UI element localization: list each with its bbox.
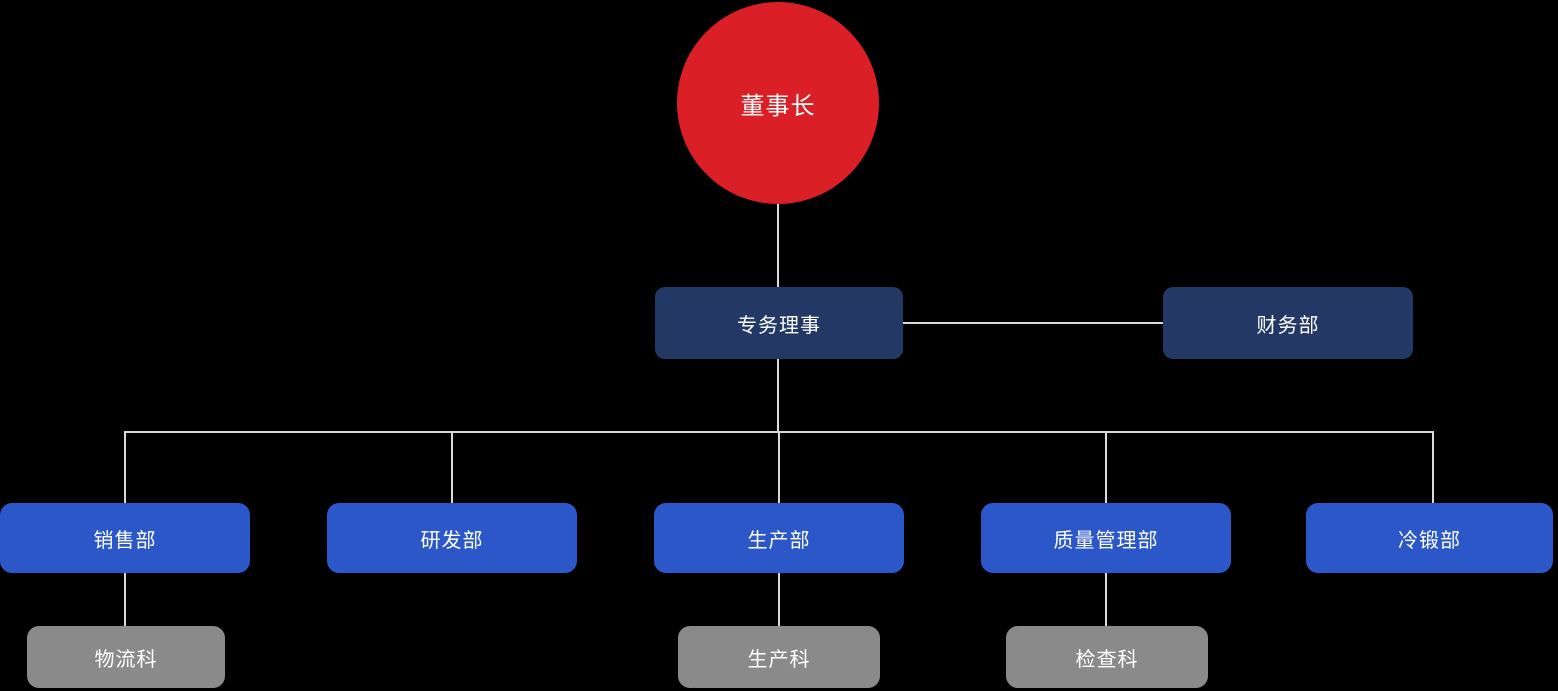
node-production-section: 生产科 [678, 626, 880, 688]
connector-executive-to-finance [903, 322, 1163, 324]
connector-bus-to-cold-forging [1432, 431, 1434, 503]
connector-sales-to-logistics [124, 573, 126, 626]
connector-quality-to-inspection [1105, 573, 1107, 626]
node-production-dept: 生产部 [654, 503, 904, 573]
connector-executive-to-bus [777, 359, 779, 432]
connector-bus-to-quality [1105, 431, 1107, 503]
connector-bus-to-production [778, 431, 780, 503]
node-rd-dept: 研发部 [327, 503, 577, 573]
node-quality-management-dept: 质量管理部 [981, 503, 1231, 573]
node-sales-dept: 销售部 [0, 503, 250, 573]
node-logistics-section: 物流科 [27, 626, 225, 688]
node-cold-forging-dept: 冷锻部 [1306, 503, 1553, 573]
node-chairman: 董事长 [677, 2, 879, 204]
connector-bus-to-sales [124, 431, 126, 503]
connector-chairman-to-executive [777, 195, 779, 287]
connector-bus-to-rd [451, 431, 453, 503]
node-executive-director: 专务理事 [655, 287, 903, 359]
node-finance-dept: 财务部 [1163, 287, 1413, 359]
connector-production-to-prod-section [778, 573, 780, 626]
node-inspection-section: 检查科 [1006, 626, 1208, 688]
